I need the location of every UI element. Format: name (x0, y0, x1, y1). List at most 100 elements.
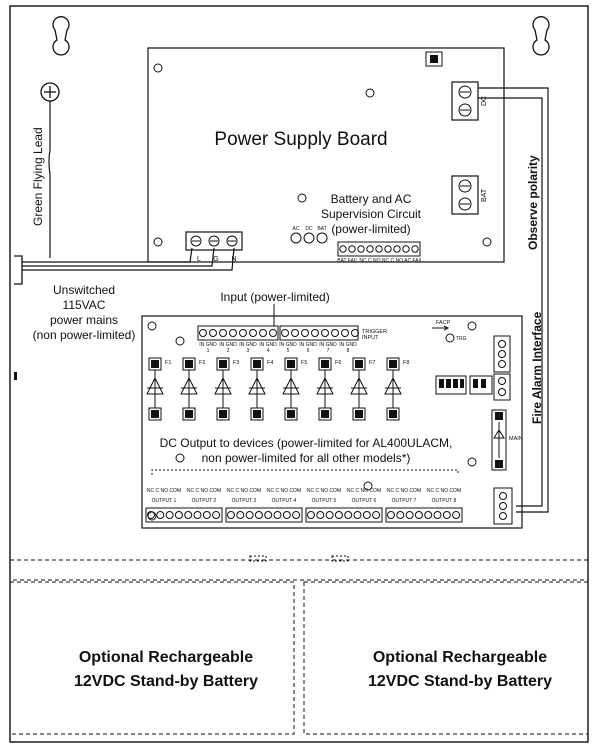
fuse-label: F5 (301, 360, 307, 366)
fuse-relay-column: F8 (384, 357, 409, 421)
input-terminal-number: 8 (347, 348, 350, 354)
screw-terminal (452, 511, 461, 519)
fuse-relay-column: F5 (282, 357, 307, 421)
jumper (425, 51, 443, 67)
battery-left (9, 581, 295, 735)
screw-terminal (245, 511, 254, 519)
screw-terminal (202, 511, 211, 519)
mount-hole (297, 193, 307, 203)
output-terminal-strip (225, 507, 303, 523)
screw-terminal (239, 329, 247, 337)
fuse-relay-column: F4 (248, 357, 273, 421)
screw-terminal (411, 245, 419, 253)
screw-terminal (372, 511, 381, 519)
dc-terminal-block (451, 81, 479, 121)
trg-label: TRG (456, 336, 467, 342)
screw-terminal (184, 511, 193, 519)
input-terminal-number: 4 (267, 348, 270, 354)
unswitched-label-2: 115VAC (63, 298, 106, 312)
output-terminal-strip (145, 507, 223, 523)
output-terminal-strip (385, 507, 463, 523)
mains-wire-3 (22, 247, 235, 271)
screw-terminal (339, 245, 347, 253)
battery-right (303, 581, 589, 735)
screw-terminal (156, 511, 165, 519)
screw-terminal (229, 329, 237, 337)
screw-terminal (174, 511, 183, 519)
fuse-label: F7 (369, 360, 375, 366)
mount-hole (363, 481, 373, 491)
supervision-terminal-strip (337, 241, 421, 257)
screw-terminal (282, 511, 291, 519)
battery-ac-label-3: (power-limited) (331, 222, 410, 236)
led-ac-label: AC (293, 226, 300, 232)
fuse-relay-column: F3 (214, 357, 239, 421)
screw-terminal (321, 329, 329, 337)
dip-switch-bank-2 (469, 375, 493, 395)
output-pin-label: NC C NO COM (427, 488, 461, 494)
output-pin-label: NC C NO COM (387, 488, 421, 494)
screw-terminal (292, 511, 301, 519)
screw-terminal (357, 245, 365, 253)
dc-wire-inner (478, 97, 543, 507)
output-terminal-strip (305, 507, 383, 523)
green-lead-wire (48, 101, 51, 258)
output-label: OUTPUT 1 (152, 498, 177, 504)
mount-hole (467, 321, 477, 331)
input-power-limited-label: Input (power-limited) (220, 290, 329, 304)
bat-terminal-block (451, 175, 479, 215)
mount-hole (365, 88, 375, 98)
dc-terminal-label: DC (481, 96, 488, 106)
output-terminal-row: NC C NO COM OUTPUT 1 NC C NO COM OUTPUT 2 NC… (145, 488, 463, 523)
fuse-relay-column: F6 (316, 357, 341, 421)
fuse-label: F2 (199, 360, 205, 366)
screw-terminal (393, 245, 401, 253)
input-terminal-pin-label: IN GND (199, 342, 217, 348)
power-supply-board (147, 47, 505, 263)
bat-terminal-label: BAT (481, 188, 488, 202)
mount-hole (153, 63, 163, 73)
screw-terminal (249, 329, 257, 337)
screw-terminal (402, 245, 410, 253)
dc-output-label-1: DC Output to devices (power-limited for … (160, 436, 453, 450)
input-terminal-number: 6 (307, 348, 310, 354)
screw-terminal (341, 329, 349, 337)
terminal-n-label: N (231, 256, 236, 263)
terminal-g-label: G (213, 256, 218, 263)
screw-terminal (307, 511, 315, 519)
mount-hole (153, 237, 163, 247)
facp-relay-terminals (493, 335, 511, 401)
screw-terminal (165, 511, 174, 519)
distribution-module (141, 315, 523, 529)
observe-polarity-label: Observe polarity (526, 155, 540, 250)
dc-wire-outer (478, 87, 549, 513)
output-pin-label: NC C NO COM (307, 488, 341, 494)
terminal-l-label: L (197, 256, 201, 263)
fuse-label: F4 (267, 360, 273, 366)
led-bat-label: BAT (317, 226, 326, 232)
input-terminal-pin-label: IN GND (219, 342, 237, 348)
fuse-relay-column: F1 (146, 357, 171, 421)
screw-terminal (366, 245, 374, 253)
input-terminal-strip (197, 325, 359, 341)
output-label: OUTPUT 3 (232, 498, 257, 504)
battery-right-label-1: Optional Rechargeable (373, 649, 547, 666)
output-bracket (151, 469, 459, 475)
output-label: OUTPUT 2 (192, 498, 217, 504)
screw-terminal (193, 511, 202, 519)
mains-wire-1 (22, 247, 193, 263)
keyhole-left (52, 16, 70, 56)
screw-terminal (227, 511, 235, 519)
fuse-label: F8 (403, 360, 409, 366)
green-flying-lead-label: Green Flying Lead (31, 127, 45, 226)
screw-terminal (254, 511, 263, 519)
fire-alarm-interface-label: Fire Alarm Interface (530, 311, 544, 424)
screw-terminal (212, 511, 221, 519)
screw-terminal (414, 511, 423, 519)
input-terminal-number: 1 (207, 348, 210, 354)
unswitched-label-1: Unswitched (53, 283, 115, 297)
mains-wire-2 (22, 247, 215, 267)
screw-terminal (424, 511, 433, 519)
